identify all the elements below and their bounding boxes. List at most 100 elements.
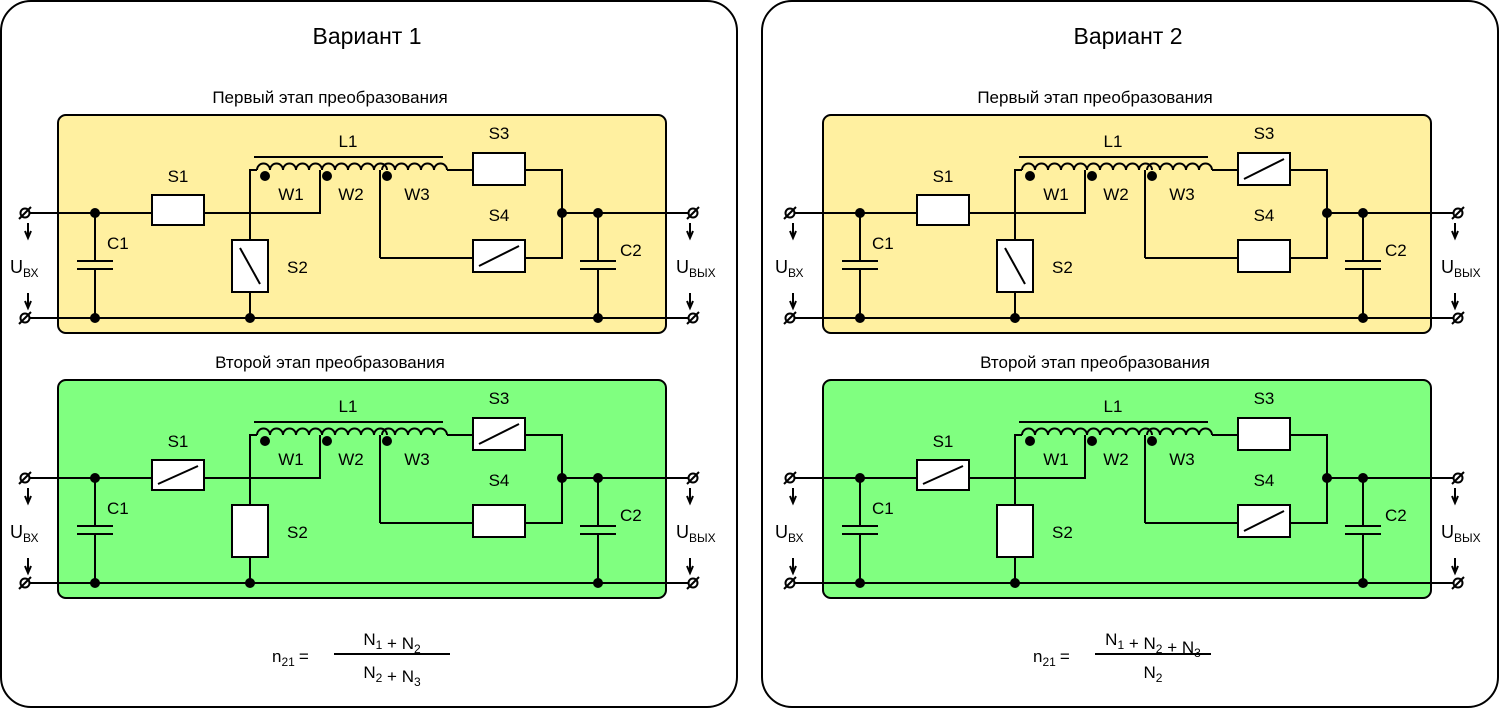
formula-equals: = bbox=[299, 647, 309, 666]
polarity-dot-w2 bbox=[1087, 171, 1097, 181]
uout-arrow-bottom-head bbox=[686, 565, 694, 576]
label-l1: L1 bbox=[339, 397, 358, 416]
label-s4: S4 bbox=[489, 206, 510, 225]
stage-title: Первый этап преобразования bbox=[212, 88, 447, 107]
input-terminal-bottom-slash bbox=[783, 576, 797, 590]
polarity-dot-w3 bbox=[1147, 171, 1157, 181]
switch-s4-contact bbox=[478, 245, 520, 267]
uin-arrow-bottom-head bbox=[789, 300, 797, 311]
label-uin-sub: ВХ bbox=[788, 266, 803, 280]
uout-arrow-top-head bbox=[1451, 495, 1459, 506]
label-c2: C2 bbox=[1385, 506, 1407, 525]
output-terminal-bottom-slash bbox=[686, 311, 700, 325]
label-s3: S3 bbox=[1254, 124, 1275, 143]
label-s1: S1 bbox=[933, 167, 954, 186]
switch-s3 bbox=[472, 152, 526, 186]
switch-s2 bbox=[231, 504, 269, 558]
label-s2: S2 bbox=[287, 258, 308, 277]
wire-s3-node bbox=[525, 434, 563, 478]
label-w1: W1 bbox=[1043, 185, 1069, 204]
node-c2-bottom bbox=[593, 313, 603, 323]
label-uin-sub: ВХ bbox=[23, 266, 38, 280]
formula-denominator-term: N bbox=[363, 663, 375, 682]
tap-w1-w2 bbox=[250, 170, 321, 214]
node-c1-bottom bbox=[855, 313, 865, 323]
wire-s3-node bbox=[1290, 434, 1328, 478]
label-uout: UВЫХ bbox=[1441, 522, 1481, 545]
label-uout: UВЫХ bbox=[1441, 257, 1481, 280]
switch-s4-contact bbox=[1243, 510, 1285, 532]
label-w2: W2 bbox=[338, 185, 364, 204]
uin-arrow-bottom-head bbox=[789, 565, 797, 576]
tap-w1-w2 bbox=[250, 435, 321, 479]
uin-arrow-top-head bbox=[789, 230, 797, 241]
label-w1: W1 bbox=[1043, 450, 1069, 469]
output-terminal-top-slash bbox=[1451, 206, 1465, 220]
label-uin-sub: ВХ bbox=[788, 531, 803, 545]
label-w3: W3 bbox=[404, 185, 430, 204]
output-terminal-bottom-slash bbox=[686, 576, 700, 590]
wire-coil-start bbox=[1014, 434, 1022, 488]
polarity-dot-w2 bbox=[322, 436, 332, 446]
formula-lhs-sub: 21 bbox=[1042, 655, 1056, 669]
label-s3: S3 bbox=[489, 389, 510, 408]
formula-denominator-term: N bbox=[402, 667, 414, 686]
switch-s2-contact bbox=[1004, 247, 1026, 285]
input-terminal-bottom-slash bbox=[783, 311, 797, 325]
formula-denominator: N2 bbox=[1144, 663, 1163, 685]
node-s2-bottom bbox=[245, 313, 255, 323]
label-uin-main: U bbox=[775, 522, 788, 542]
output-terminal-top-slash bbox=[686, 471, 700, 485]
formula-numerator-term: N bbox=[1144, 634, 1156, 653]
label-s4: S4 bbox=[1254, 206, 1275, 225]
winding-w1 bbox=[1021, 427, 1088, 436]
label-uin: UВХ bbox=[10, 522, 38, 545]
label-s2: S2 bbox=[1052, 258, 1073, 277]
stage-title: Второй этап преобразования bbox=[215, 353, 445, 372]
formula-numerator-term: N bbox=[402, 634, 414, 653]
formula-lhs-main: n bbox=[272, 647, 281, 666]
label-s2: S2 bbox=[1052, 523, 1073, 542]
label-c1: C1 bbox=[872, 499, 894, 518]
uout-arrow-bottom-head bbox=[1451, 300, 1459, 311]
switch-s1 bbox=[151, 194, 205, 226]
node-c2-bottom bbox=[593, 578, 603, 588]
uin-arrow-top-head bbox=[789, 495, 797, 506]
winding-w2 bbox=[1086, 427, 1153, 436]
wire-s3-node bbox=[1290, 169, 1328, 213]
node-c2-bottom bbox=[1358, 578, 1368, 588]
uout-arrow-top-head bbox=[686, 495, 694, 506]
label-w3: W3 bbox=[404, 450, 430, 469]
label-s4: S4 bbox=[1254, 471, 1275, 490]
formula-lhs-sub: 21 bbox=[281, 655, 295, 669]
label-w2: W2 bbox=[338, 450, 364, 469]
label-s2: S2 bbox=[287, 523, 308, 542]
formula-numerator-sub: 1 bbox=[1117, 638, 1124, 652]
winding-w1 bbox=[256, 162, 323, 171]
uin-arrow-bottom-head bbox=[24, 300, 32, 311]
node-s2-bottom bbox=[1010, 578, 1020, 588]
label-uout-sub: ВЫХ bbox=[1454, 266, 1481, 280]
tap-w1-w2 bbox=[1015, 170, 1086, 214]
label-w2: W2 bbox=[1103, 450, 1129, 469]
switch-s1 bbox=[916, 459, 970, 491]
uout-arrow-bottom-head bbox=[686, 300, 694, 311]
label-uin-main: U bbox=[775, 257, 788, 277]
formula-numerator: N1 + N2 bbox=[363, 630, 421, 656]
winding-w1 bbox=[1021, 162, 1088, 171]
label-s1: S1 bbox=[168, 167, 189, 186]
formula-lhs: n21= bbox=[1033, 647, 1070, 669]
winding-w3 bbox=[1146, 427, 1213, 436]
uout-arrow-top-head bbox=[1451, 230, 1459, 241]
label-w2: W2 bbox=[1103, 185, 1129, 204]
input-terminal-bottom-slash bbox=[18, 576, 32, 590]
label-s3: S3 bbox=[1254, 389, 1275, 408]
label-c1: C1 bbox=[107, 499, 129, 518]
input-terminal-top-slash bbox=[18, 471, 32, 485]
stage-background bbox=[822, 379, 1432, 599]
